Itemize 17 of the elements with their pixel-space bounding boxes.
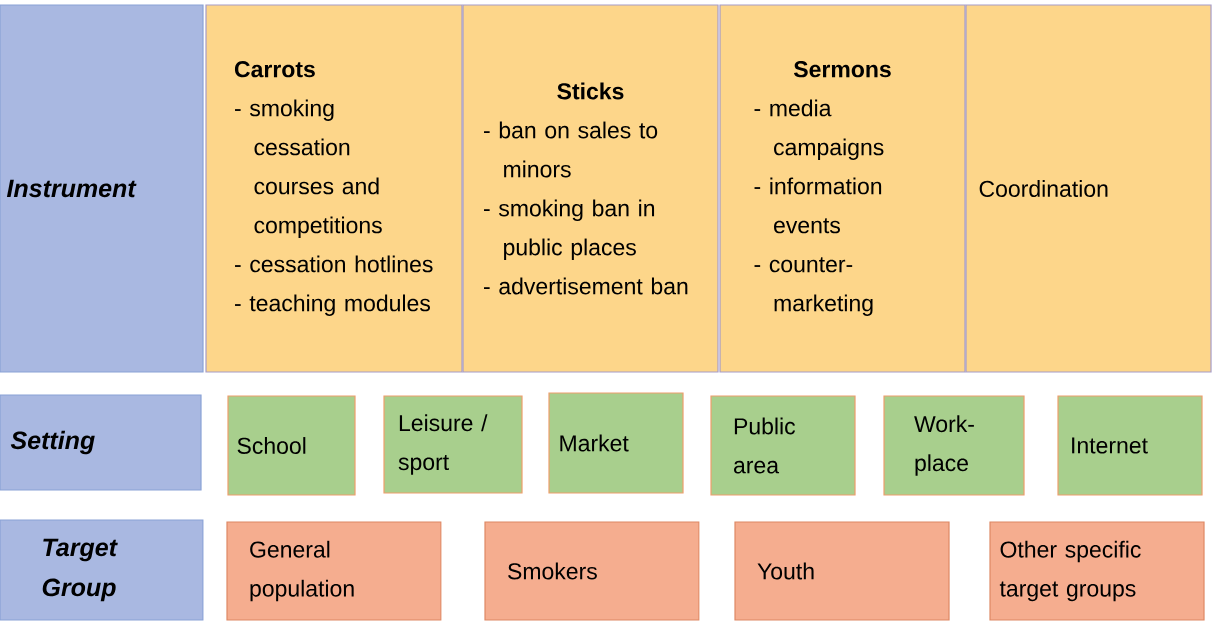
setting-box: Market xyxy=(548,392,684,494)
category-box: Carrots - smoking cessation courses and competitions - cessation hotlines - teaching modules xyxy=(205,4,463,373)
setting-box: Internet xyxy=(1057,395,1203,496)
setting-box: Work-place xyxy=(883,395,1025,496)
row-header-box: Target Group xyxy=(0,519,204,621)
category-box: Coordination xyxy=(965,4,1212,373)
target-group-box: Smokers xyxy=(484,521,700,621)
setting-box: School xyxy=(227,395,356,496)
category-box: Sticks - ban on sales to minors - smoking ban in public places - advertisement ban xyxy=(462,4,719,373)
category-box: Sermons - media campaigns - information events - counter-marketing xyxy=(719,4,966,373)
target-group-box: Other specific target groups xyxy=(989,521,1205,621)
setting-box: Leisure / sport xyxy=(383,395,523,494)
setting-box: Public area xyxy=(710,395,856,496)
target-group-box: Youth xyxy=(734,521,950,621)
row-header-box: Instrument xyxy=(0,4,204,373)
target-group-box: General population xyxy=(226,521,442,621)
row-header-box: Setting xyxy=(0,394,202,491)
